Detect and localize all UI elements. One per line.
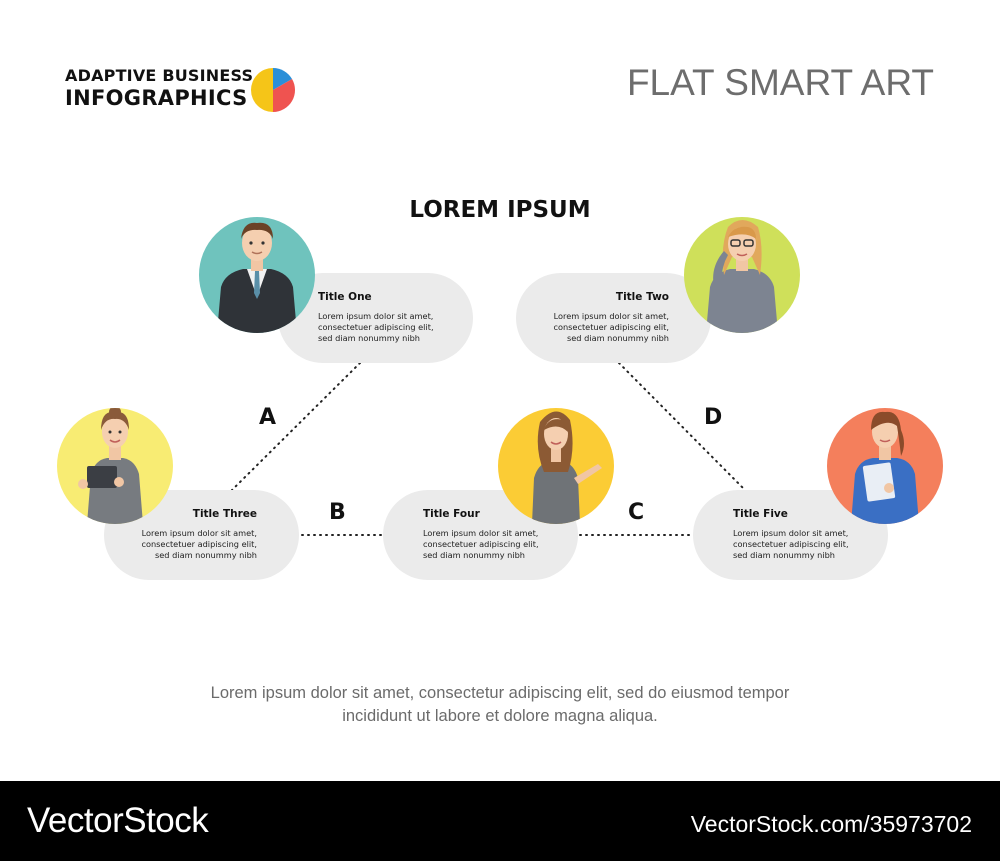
footer-line-2: incididunt ut labore et dolore magna ali…: [342, 707, 658, 725]
node-title: Title Four: [423, 508, 480, 520]
node-title: Title Three: [192, 508, 257, 520]
node-description-line: sed diam nonummy nibh: [423, 550, 525, 560]
connector-lines: [231, 362, 746, 536]
connector-label-c: C: [628, 500, 645, 525]
page-title: FLAT SMART ART: [626, 62, 934, 103]
node-description-line: consectetuer adipiscing elit,: [733, 539, 849, 549]
node-description-line: Lorem ipsum dolor sit amet,: [141, 528, 257, 538]
logo-slice-blue: [273, 68, 293, 90]
node-description-line: sed diam nonummy nibh: [733, 550, 835, 560]
node-description-line: Lorem ipsum dolor sit amet,: [318, 311, 434, 321]
diagram-title: LOREM IPSUM: [409, 197, 591, 223]
logo-slice-yellow: [251, 68, 273, 112]
node-description: Lorem ipsum dolor sit amet, consectetuer…: [733, 528, 883, 561]
node-description: Lorem ipsum dolor sit amet, consectetuer…: [318, 311, 468, 344]
node-description: Lorem ipsum dolor sit amet, consectetuer…: [423, 528, 573, 561]
node-title: Title Two: [615, 291, 669, 303]
node-description-line: sed diam nonummy nibh: [567, 333, 669, 343]
connector-d: [618, 362, 746, 491]
node-description: Lorem ipsum dolor sit amet, consectetuer…: [519, 311, 669, 344]
watermark-id: VectorStock.com/35973702: [690, 811, 972, 837]
connector-label-a: A: [259, 405, 277, 430]
node-description-line: sed diam nonummy nibh: [318, 333, 420, 343]
connector-label-b: B: [329, 500, 346, 525]
connector-a: [231, 362, 361, 491]
woman-with-tablet-icon: [57, 408, 173, 524]
connector-label-d: D: [704, 405, 723, 430]
woman-pointing-icon: [498, 408, 614, 524]
brand-line-2: INFOGRAPHICS: [65, 86, 248, 110]
businessman-icon: [199, 217, 315, 333]
node-description-line: consectetuer adipiscing elit,: [423, 539, 539, 549]
node-description: Lorem ipsum dolor sit amet, consectetuer…: [107, 528, 257, 561]
footer-line-1: Lorem ipsum dolor sit amet, consectetur …: [210, 684, 790, 702]
brand-title: ADAPTIVE BUSINESS INFOGRAPHICS: [65, 68, 253, 109]
node-title-two: Title Two Lorem ipsum dolor sit amet, co…: [516, 273, 711, 363]
pie-logo-icon: [251, 68, 295, 112]
watermark-logo: VectorStock: [27, 801, 209, 840]
node-description-line: sed diam nonummy nibh: [155, 550, 257, 560]
node-description-line: consectetuer adipiscing elit,: [141, 539, 257, 549]
node-description-line: Lorem ipsum dolor sit amet,: [423, 528, 539, 538]
node-description-line: Lorem ipsum dolor sit amet,: [733, 528, 849, 538]
logo-slice-red: [273, 79, 295, 112]
businesswoman-glasses-icon: [684, 217, 800, 333]
footer-description: Lorem ipsum dolor sit amet, consectetur …: [0, 682, 1000, 728]
node-description-line: Lorem ipsum dolor sit amet,: [553, 311, 669, 321]
node-description-line: consectetuer adipiscing elit,: [553, 322, 669, 332]
woman-with-folder-icon: [827, 408, 943, 524]
node-title: Title Five: [733, 508, 788, 520]
watermark-bar: VectorStock VectorStock.com/35973702: [0, 781, 1000, 861]
node-description-line: consectetuer adipiscing elit,: [318, 322, 434, 332]
node-title: Title One: [318, 291, 372, 303]
brand-line-1: ADAPTIVE BUSINESS: [65, 66, 254, 85]
